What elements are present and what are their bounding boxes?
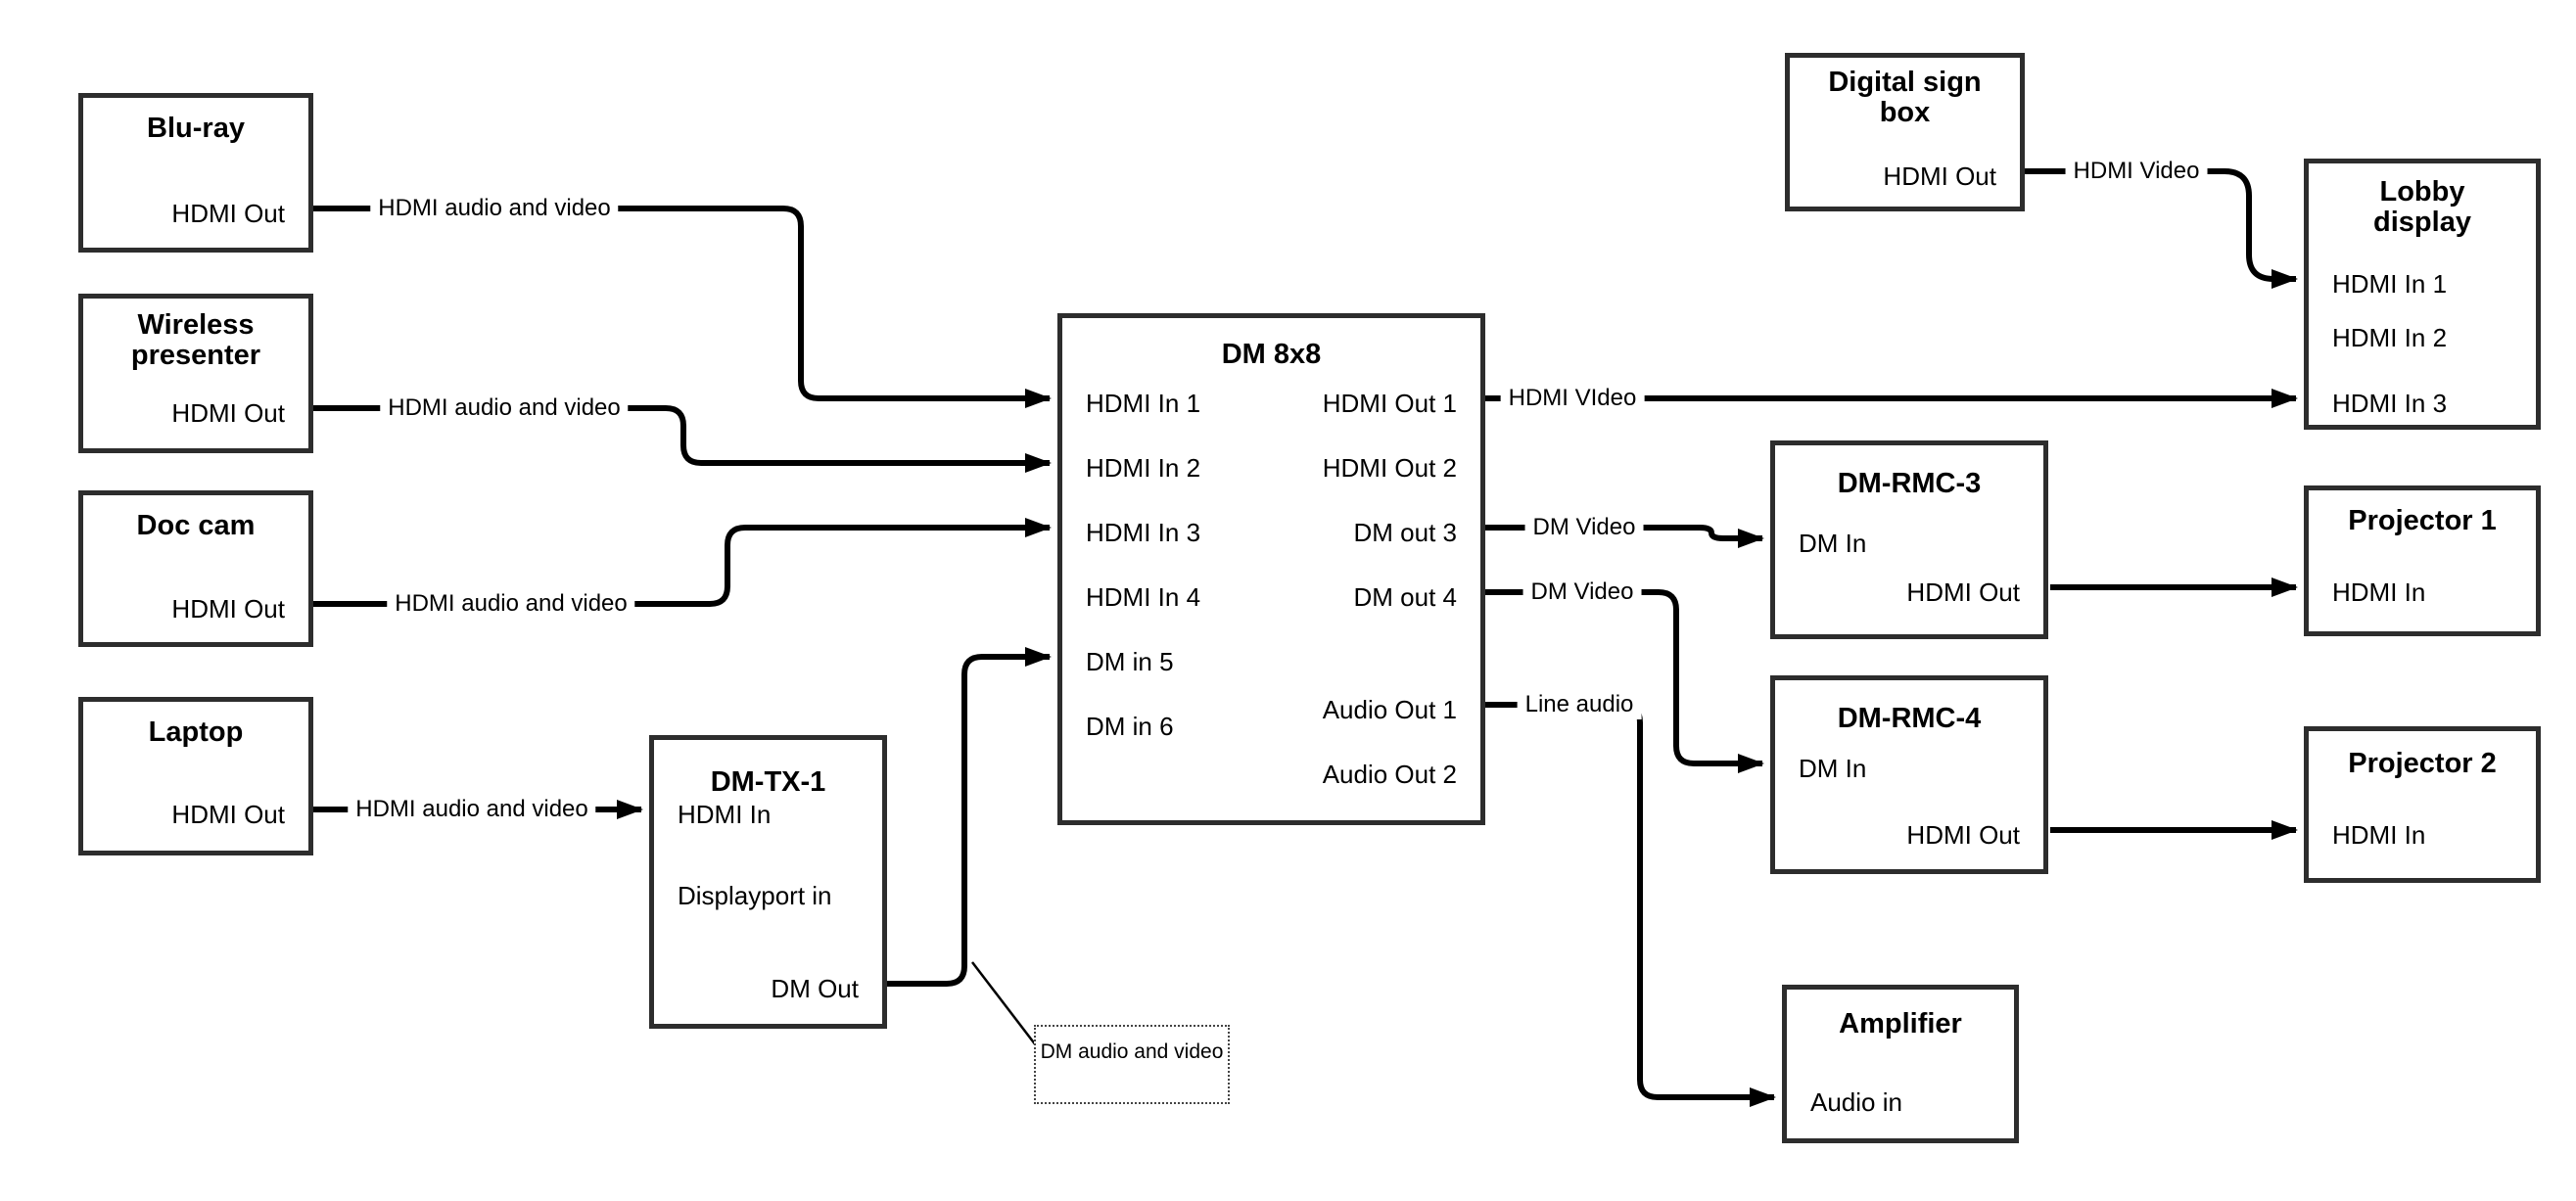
port-lobby-hdmi-in-1: HDMI In 1 <box>2332 269 2448 299</box>
note-dm-audio-video: DM audio and video <box>1034 1025 1230 1104</box>
box-dm8x8-title: DM 8x8 <box>1221 339 1322 370</box>
box-projector1: Projector 1 HDMI In <box>2304 485 2541 636</box>
box-dmrmc3-title: DM-RMC-3 <box>1837 468 1982 499</box>
wire-label-laptop: HDMI audio and video <box>348 795 596 824</box>
port-projector1-hdmi-in: HDMI In <box>2332 577 2426 607</box>
wire-label-wireless: HDMI audio and video <box>380 393 629 423</box>
box-dm8x8: DM 8x8 HDMI In 1 HDMI In 2 HDMI In 3 HDM… <box>1057 313 1485 825</box>
wire-label-digitalsign: HDMI Video <box>2065 157 2208 186</box>
box-bluray: Blu-ray HDMI Out <box>78 93 313 253</box>
box-laptop-title: Laptop <box>148 716 244 748</box>
wire-label-hdmi-video-out1: HDMI VIdeo <box>1500 384 1645 413</box>
port-dm8x8-hdmi-out-2: HDMI Out 2 <box>1322 453 1457 483</box>
wire-label-line-audio: Line audio <box>1517 690 1642 719</box>
wire-label-dm-video-out4: DM Video <box>1522 577 1642 607</box>
port-dmrmc3-dm-in: DM In <box>1799 529 1867 558</box>
port-dmtx1-dm-out: DM Out <box>771 974 859 1003</box>
port-projector2-hdmi-in: HDMI In <box>2332 820 2426 850</box>
box-dmrmc4-title: DM-RMC-4 <box>1837 703 1982 734</box>
box-projector2-title: Projector 2 <box>2348 748 2497 779</box>
box-amplifier: Amplifier Audio in <box>1782 985 2019 1143</box>
wire-label-bluray: HDMI audio and video <box>370 194 619 223</box>
port-lobby-hdmi-in-2: HDMI In 2 <box>2332 323 2448 352</box>
box-dmrmc3: DM-RMC-3 DM In HDMI Out <box>1770 440 2048 639</box>
port-dm8x8-dm-in-5: DM in 5 <box>1086 647 1174 676</box>
wire-wireless-to-dm8x8-in2 <box>313 405 1052 473</box>
port-dmrmc4-hdmi-out: HDMI Out <box>1906 820 2020 850</box>
box-digital-sign-title: Digital sign box <box>1828 67 1982 128</box>
port-bluray-hdmi-out: HDMI Out <box>171 199 285 228</box>
port-doccam-hdmi-out: HDMI Out <box>171 594 285 624</box>
box-dmtx1: DM-TX-1 HDMI In Displayport in DM Out <box>649 735 887 1029</box>
box-projector2: Projector 2 HDMI In <box>2304 726 2541 883</box>
box-doc-cam-title: Doc cam <box>136 510 256 541</box>
port-laptop-hdmi-out: HDMI Out <box>171 800 285 829</box>
port-dm8x8-hdmi-in-3: HDMI In 3 <box>1086 518 1201 547</box>
port-wireless-hdmi-out: HDMI Out <box>171 398 285 428</box>
box-dmtx1-title: DM-TX-1 <box>710 766 826 798</box>
wire-dmtx1-to-dm8x8-in5 <box>885 647 1052 987</box>
wire-dm8x8-out4-to-dmrmc4 <box>1485 589 1764 773</box>
wire-label-dm-video-out3: DM Video <box>1524 513 1644 542</box>
port-dm8x8-hdmi-out-1: HDMI Out 1 <box>1322 389 1457 418</box>
port-dmrmc3-hdmi-out: HDMI Out <box>1906 577 2020 607</box>
wire-doccam-to-dm8x8-in3 <box>313 518 1052 607</box>
box-lobby-display-title: Lobby display <box>2373 176 2471 238</box>
wire-digitalsign-to-lobby-in1 <box>2023 168 2298 289</box>
wire-dm8x8-out3-to-dmrmc3 <box>1485 525 1764 548</box>
box-amplifier-title: Amplifier <box>1839 1008 1962 1039</box>
box-laptop: Laptop HDMI Out <box>78 697 313 855</box>
port-amplifier-audio-in: Audio in <box>1810 1087 1902 1117</box>
port-dm8x8-audio-out-1: Audio Out 1 <box>1322 695 1457 724</box>
box-digital-sign: Digital sign box HDMI Out <box>1785 53 2025 211</box>
wire-label-doccam: HDMI audio and video <box>387 589 635 619</box>
port-dm8x8-hdmi-in-1: HDMI In 1 <box>1086 389 1201 418</box>
port-dm8x8-dm-out-4: DM out 4 <box>1353 582 1458 612</box>
port-dm8x8-dm-in-6: DM in 6 <box>1086 712 1174 741</box>
note-leader-line <box>971 961 1037 1046</box>
port-dm8x8-dm-out-3: DM out 3 <box>1353 518 1458 547</box>
port-dmtx1-hdmi-in: HDMI In <box>678 800 772 829</box>
port-digitalsign-hdmi-out: HDMI Out <box>1883 162 1996 191</box>
wire-bluray-to-dm8x8-in1 <box>313 206 1052 408</box>
box-doc-cam: Doc cam HDMI Out <box>78 490 313 647</box>
port-dm8x8-hdmi-in-2: HDMI In 2 <box>1086 453 1201 483</box>
port-dm8x8-hdmi-in-4: HDMI In 4 <box>1086 582 1201 612</box>
box-bluray-title: Blu-ray <box>147 113 245 144</box>
box-projector1-title: Projector 1 <box>2348 505 2497 536</box>
box-wireless-presenter: Wireless presenter HDMI Out <box>78 294 313 453</box>
port-dmtx1-displayport-in: Displayport in <box>678 881 832 910</box>
box-dmrmc4: DM-RMC-4 DM In HDMI Out <box>1770 675 2048 874</box>
box-lobby-display: Lobby display HDMI In 1 HDMI In 2 HDMI I… <box>2304 159 2541 430</box>
port-dm8x8-audio-out-2: Audio Out 2 <box>1322 760 1457 789</box>
port-dmrmc4-dm-in: DM In <box>1799 754 1867 783</box>
box-wireless-presenter-title: Wireless presenter <box>130 309 261 371</box>
port-lobby-hdmi-in-3: HDMI In 3 <box>2332 389 2448 418</box>
